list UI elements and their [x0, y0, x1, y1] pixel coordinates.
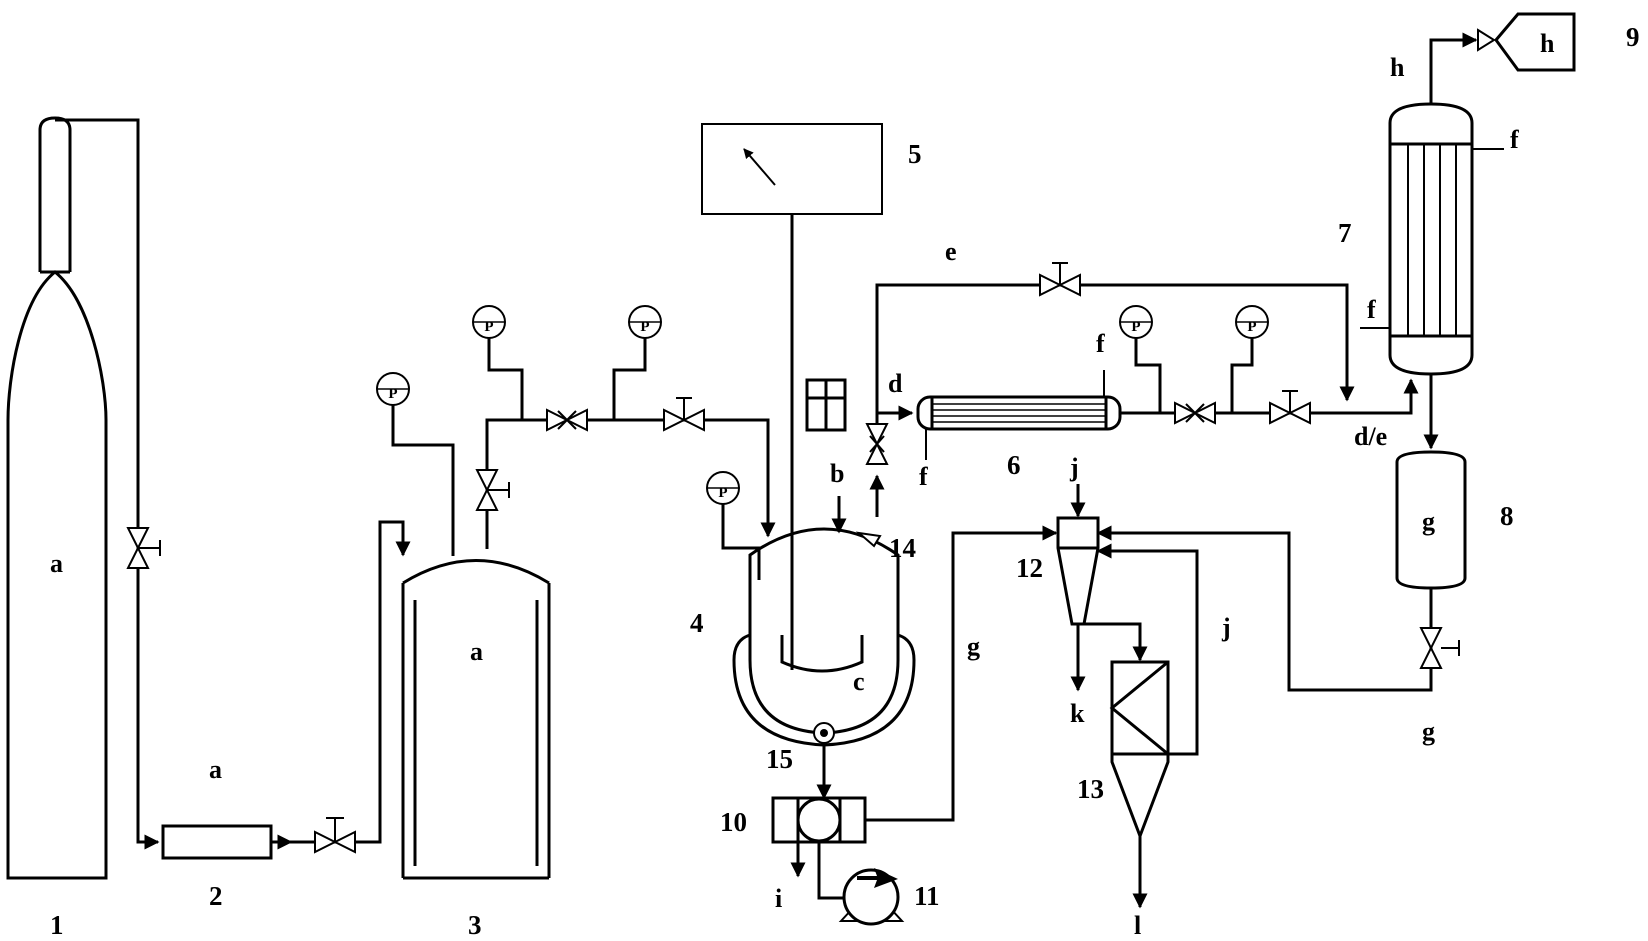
label-stream-j-top: j — [1069, 453, 1079, 482]
label-5: 5 — [908, 139, 922, 169]
label-10: 10 — [720, 807, 747, 837]
reactor-feed-valve — [663, 397, 705, 432]
drain-valve-15 — [813, 722, 835, 744]
label-4: 4 — [690, 608, 704, 638]
storage-tank — [401, 559, 551, 880]
label-stream-f-condenser-bottom: f — [1367, 295, 1376, 324]
pressure-regulator-1 — [546, 408, 588, 432]
svg-text:P: P — [388, 386, 397, 402]
label-stream-f-cooler-right: f — [1096, 329, 1105, 358]
pressure-gauge-c: P — [1119, 305, 1153, 339]
pressure-gauge-reactor: P — [706, 471, 740, 505]
label-stream-a-tank: a — [470, 637, 483, 666]
bypass-e-line — [875, 283, 1355, 424]
cyclone-to-separator-line — [1078, 622, 1148, 662]
svg-text:P: P — [640, 319, 649, 335]
pressure-gauge-b: P — [628, 305, 662, 339]
label-stream-h-box: h — [1540, 29, 1555, 58]
vent-valve — [865, 423, 889, 465]
label-stream-l: l — [1134, 911, 1141, 940]
label-stream-h-line: h — [1390, 53, 1405, 82]
gas-cylinder — [6, 116, 108, 880]
sight-glass-14 — [855, 531, 882, 548]
cooler-outlet-line — [1120, 378, 1419, 415]
label-11: 11 — [914, 881, 940, 911]
gauge-d-line — [1230, 338, 1254, 413]
condenser-inlet-valve — [1269, 390, 1311, 425]
separator-13 — [1109, 660, 1170, 841]
check-valve-h — [1477, 28, 1496, 52]
label-13: 13 — [1077, 774, 1104, 804]
label-stream-i: i — [775, 884, 782, 913]
shell-tube-condenser — [1360, 102, 1504, 376]
label-stream-k: k — [1070, 699, 1085, 728]
label-3: 3 — [468, 910, 482, 940]
label-stream-g-receiver: g — [1422, 507, 1435, 536]
reactor-gauge-line — [721, 504, 761, 580]
filter-to-cyclone-line — [865, 525, 1058, 822]
label-stream-d: d — [888, 369, 903, 398]
tube-cooler — [916, 370, 1122, 460]
gauge-b-line — [612, 338, 647, 420]
gauge-c-line — [1134, 338, 1162, 413]
label-stream-b: b — [830, 459, 844, 488]
label-14: 14 — [889, 533, 916, 563]
stirrer-controller — [701, 123, 883, 215]
label-stream-j-side: j — [1221, 613, 1231, 642]
cylinder-outlet-valve — [126, 527, 161, 569]
tank-outlet-valve — [475, 469, 510, 511]
bypass-valve — [1039, 262, 1081, 297]
pressure-gauge-d: P — [1235, 305, 1269, 339]
svg-text:P: P — [1131, 319, 1140, 335]
receiver-outlet-valve — [1419, 627, 1460, 669]
filter-10 — [771, 796, 867, 844]
condenser-vapour-line — [1429, 32, 1478, 104]
label-9: 9 — [1626, 22, 1640, 52]
vent-to-cooler-line — [875, 405, 914, 424]
tank-pressure-line — [391, 405, 455, 556]
label-stream-g-bottom: g — [1422, 717, 1435, 746]
label-7: 7 — [1338, 218, 1352, 248]
cyclone-12 — [1056, 516, 1100, 626]
label-stream-de: d/e — [1354, 422, 1387, 451]
label-stream-g-line: g — [967, 632, 980, 661]
reactor-vessel — [732, 527, 916, 747]
collector-9 — [1494, 12, 1576, 72]
pressure-regulator-2 — [1174, 401, 1216, 425]
vacuum-pump — [838, 868, 905, 926]
separator-j-return-line — [1096, 543, 1199, 756]
stirrer-impeller — [780, 635, 864, 673]
label-15: 15 — [766, 744, 793, 774]
filter-to-tank-line — [271, 520, 411, 850]
label-12: 12 — [1016, 553, 1043, 583]
tank-inlet-valve — [314, 817, 356, 854]
pressure-gauge-tank: P — [376, 372, 410, 406]
label-8: 8 — [1500, 501, 1514, 531]
receiver-vessel — [1395, 450, 1467, 590]
label-6: 6 — [1007, 450, 1021, 480]
label-2: 2 — [209, 881, 223, 911]
pressure-gauge-a: P — [472, 305, 506, 339]
label-1: 1 — [50, 910, 64, 940]
label-stream-c: c — [853, 667, 865, 696]
svg-text:P: P — [484, 319, 493, 335]
label-stream-a-cylinder: a — [50, 549, 63, 578]
gauge-a-line — [487, 338, 524, 420]
condenser-top-unit — [805, 378, 847, 432]
svg-text:P: P — [1247, 319, 1256, 335]
svg-text:P: P — [718, 485, 727, 501]
label-stream-f-cooler-left: f — [919, 462, 928, 491]
label-stream-f-condenser-top: f — [1510, 125, 1519, 154]
cylinder-outlet-line — [55, 118, 160, 850]
label-stream-e: e — [945, 237, 957, 266]
filter-unit — [161, 824, 273, 860]
label-stream-a-pipe: a — [209, 755, 222, 784]
